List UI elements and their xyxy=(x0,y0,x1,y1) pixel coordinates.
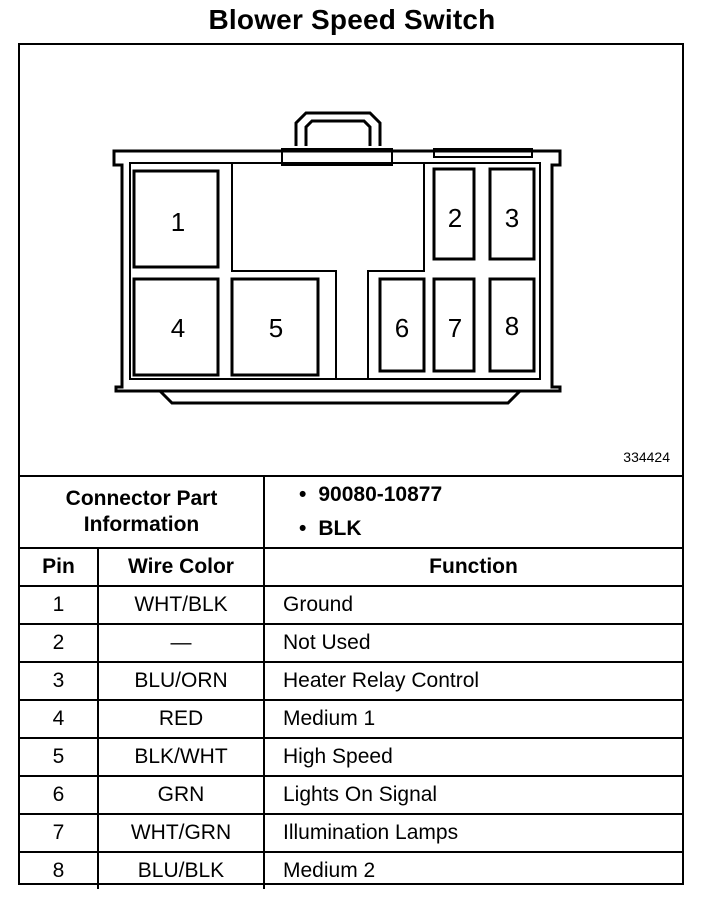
cell-function: Illumination Lamps xyxy=(263,813,682,853)
table-row: 4 RED Medium 1 xyxy=(20,699,682,739)
cell-function: Medium 2 xyxy=(263,851,682,889)
cell-wire-color: BLK/WHT xyxy=(97,737,265,777)
cell-function: Lights On Signal xyxy=(263,775,682,815)
connector-info-label: Connector Part Information xyxy=(20,475,265,549)
cell-wire-color: GRN xyxy=(97,775,265,815)
connector-info-values: 90080-10877 BLK xyxy=(263,475,682,549)
table-row: 7 WHT/GRN Illumination Lamps xyxy=(20,813,682,853)
cell-function: Not Used xyxy=(263,623,682,663)
pin-cavity-3 xyxy=(488,167,536,261)
pin-label: 3 xyxy=(505,203,519,233)
pin-cavity-4 xyxy=(132,277,220,377)
table-row: 3 BLU/ORN Heater Relay Control xyxy=(20,661,682,701)
header-function: Function xyxy=(263,547,682,586)
pinout-table: Connector Part Information 90080-10877 B… xyxy=(20,475,682,889)
pin-label: 7 xyxy=(448,313,462,343)
pin-cavities xyxy=(132,167,536,377)
connector-color: BLK xyxy=(299,512,682,546)
cell-function: Heater Relay Control xyxy=(263,661,682,701)
cell-wire-color: WHT/GRN xyxy=(97,813,265,853)
cell-wire-color: WHT/BLK xyxy=(97,585,265,625)
table-row: 2 — Not Used xyxy=(20,623,682,663)
cell-pin: 4 xyxy=(20,699,99,739)
cell-pin: 8 xyxy=(20,851,99,889)
pin-label: 1 xyxy=(171,207,185,237)
connector-latch xyxy=(294,111,382,146)
pin-label: 2 xyxy=(448,203,462,233)
cell-pin: 1 xyxy=(20,585,99,625)
diagram-frame: 1 2 3 4 5 6 7 8 334424 Connector Part In… xyxy=(18,43,684,889)
pin-cavity-5 xyxy=(230,277,320,377)
header-pin: Pin xyxy=(20,547,99,586)
cell-pin: 6 xyxy=(20,775,99,815)
pin-cavity-6 xyxy=(378,277,426,373)
pin-cavity-1 xyxy=(132,169,220,269)
connector-info-label-line: Connector Part xyxy=(65,487,218,510)
cell-pin: 5 xyxy=(20,737,99,777)
connector-info-row: Connector Part Information 90080-10877 B… xyxy=(20,475,682,549)
cell-function: Ground xyxy=(263,585,682,625)
pin-label: 6 xyxy=(395,313,409,343)
pin-cavity-7 xyxy=(432,277,476,373)
connector-face-drawing: 1 2 3 4 5 6 7 8 xyxy=(112,111,562,405)
pin-cavity-8 xyxy=(488,277,536,373)
table-header-row: Pin Wire Color Function xyxy=(20,547,682,586)
cell-pin: 7 xyxy=(20,813,99,853)
connector-part-number: 90080-10877 xyxy=(299,478,682,512)
page-title: Blower Speed Switch xyxy=(208,4,496,35)
table-row: 8 BLU/BLK Medium 2 xyxy=(20,851,682,889)
connector-info-label-line: Information xyxy=(83,513,200,536)
cell-wire-color: BLU/BLK xyxy=(97,851,265,889)
connector-diagram: 1 2 3 4 5 6 7 8 334424 xyxy=(20,45,682,475)
header-wire-color: Wire Color xyxy=(97,547,265,586)
figure-number: 334424 xyxy=(623,449,670,465)
table-row: 1 WHT/BLK Ground xyxy=(20,585,682,625)
connector-housing xyxy=(112,149,562,393)
cell-pin: 3 xyxy=(20,661,99,701)
pin-label: 4 xyxy=(171,313,185,343)
table-row: 5 BLK/WHT High Speed xyxy=(20,737,682,777)
cell-function: Medium 1 xyxy=(263,699,682,739)
cell-pin: 2 xyxy=(20,623,99,663)
table-row: 6 GRN Lights On Signal xyxy=(20,775,682,815)
pin-label: 5 xyxy=(269,313,283,343)
cell-wire-color: BLU/ORN xyxy=(97,661,265,701)
cell-wire-color: — xyxy=(97,623,265,663)
pin-cavity-2 xyxy=(432,167,476,261)
cell-wire-color: RED xyxy=(97,699,265,739)
pin-label: 8 xyxy=(505,311,519,341)
cell-function: High Speed xyxy=(263,737,682,777)
